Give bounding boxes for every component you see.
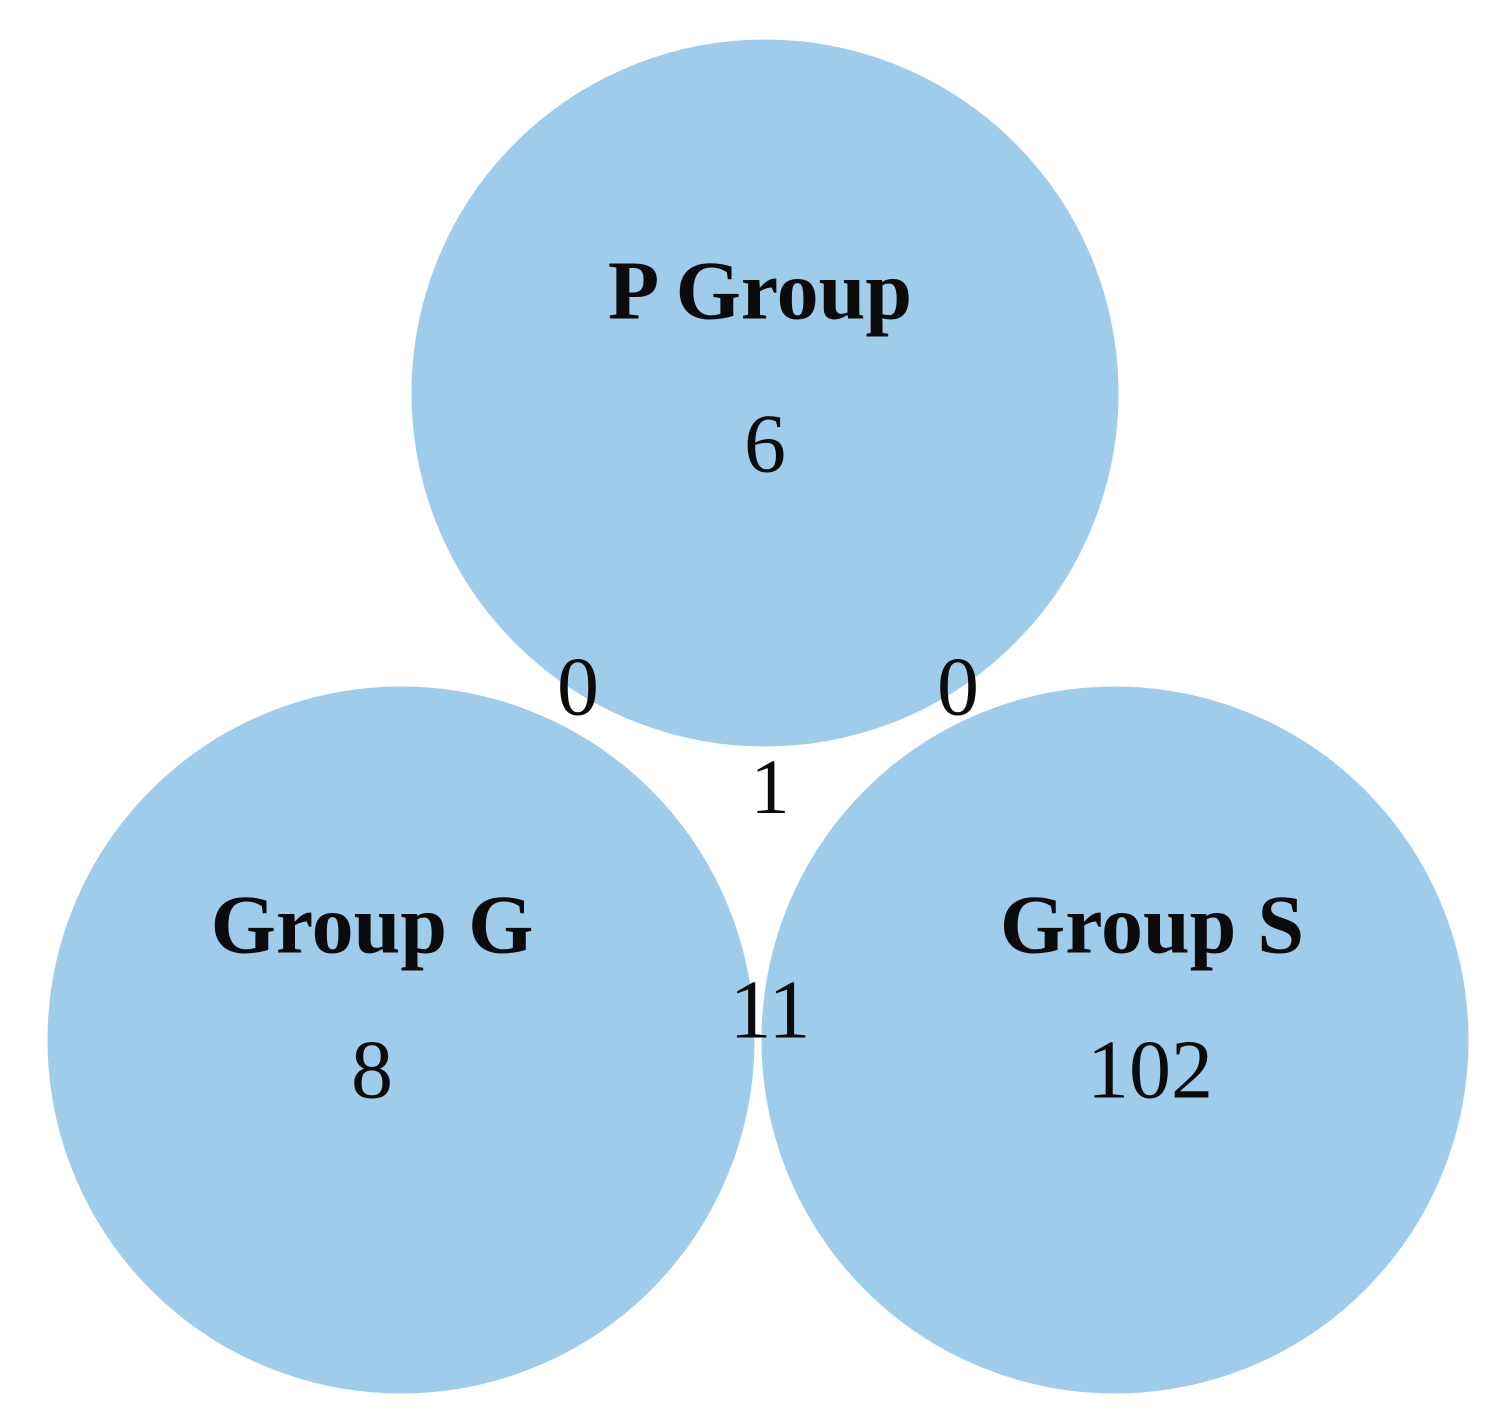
region-count-p-and-g-and-s: 1 <box>751 743 790 830</box>
set-label-group-g: Group G <box>211 878 534 971</box>
circle-group-g <box>45 684 757 1396</box>
set-label-group-s: Group S <box>1000 878 1304 971</box>
region-count-g-only: 8 <box>351 1023 393 1116</box>
set-label-p-group: P Group <box>608 244 912 337</box>
circle-p-group <box>409 37 1121 749</box>
region-count-p-only: 6 <box>744 397 786 490</box>
circle-outline-s <box>756 681 1474 1399</box>
region-count-g-and-s: 11 <box>730 963 811 1056</box>
circle-group-s <box>759 684 1471 1396</box>
region-count-s-only: 102 <box>1087 1023 1213 1116</box>
circle-outline-p <box>406 34 1124 752</box>
region-count-p-and-g: 0 <box>557 640 599 733</box>
region-count-p-and-s: 0 <box>937 640 979 733</box>
